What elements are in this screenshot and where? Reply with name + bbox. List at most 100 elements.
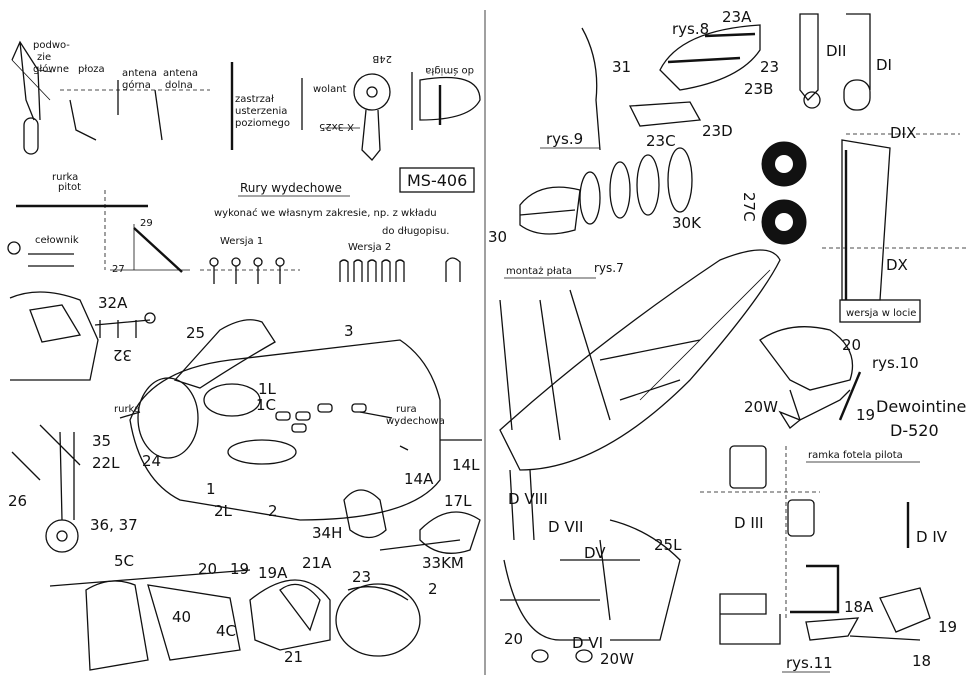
exhaust-version-1: Wersja 1 xyxy=(220,236,263,247)
label-poziomego: poziomego xyxy=(235,118,290,129)
label-pitot: pitot xyxy=(58,182,81,193)
exhaust-note-2: do długopisu. xyxy=(382,226,450,237)
label-x3x25: X 3x25 xyxy=(319,121,354,132)
label-podwozie-1: podwo- xyxy=(33,40,70,51)
label-25L: 25L xyxy=(654,536,682,554)
label-33KM: 33KM xyxy=(422,554,464,572)
label-30K: 30K xyxy=(672,214,702,232)
label-wolant: wolant xyxy=(313,84,347,95)
label-19-seat: 19 xyxy=(856,406,875,424)
label-34H: 34H xyxy=(312,524,342,542)
label-23B: 23B xyxy=(744,80,773,98)
aircraft-model: D-520 xyxy=(890,421,939,440)
label-23: 23 xyxy=(352,568,371,586)
label-DIV: D IV xyxy=(916,528,948,546)
label-rys11: rys.11 xyxy=(786,654,833,672)
label-DVII: D VII xyxy=(548,518,583,536)
label-14L: 14L xyxy=(452,456,480,474)
label-14A: 14A xyxy=(404,470,434,488)
exhaust-version-1-drawing xyxy=(200,257,300,284)
label-23: 23 xyxy=(760,58,779,76)
label-podwozie-2: zie xyxy=(37,52,51,63)
angle-profile-sketch xyxy=(7,224,190,273)
label-20-seat: 20 xyxy=(842,336,861,354)
right-page-drawings xyxy=(499,13,966,663)
label-rys8: rys.8 xyxy=(672,20,709,38)
strut-and-hub-sketch xyxy=(230,62,481,161)
label-2: 2 xyxy=(268,502,278,520)
label-17L: 17L xyxy=(444,492,472,510)
title-frame xyxy=(399,167,475,193)
label-35: 35 xyxy=(92,432,111,450)
label-DVIII: D VIII xyxy=(508,490,548,508)
label-29: 29 xyxy=(140,218,153,229)
label-27C: 27C xyxy=(740,192,758,222)
label-DIII: D III xyxy=(734,514,764,532)
main-gear-sketch xyxy=(11,40,210,155)
label-21A: 21A xyxy=(302,554,332,572)
aircraft-name: Dewointine xyxy=(876,397,966,416)
label-19A: 19A xyxy=(258,564,288,582)
label-antena-gorna-2: górna xyxy=(122,79,151,91)
label-18A: 18A xyxy=(844,598,874,616)
label-DII: DII xyxy=(826,42,846,60)
label-3: 3 xyxy=(344,322,354,340)
exhaust-version-2: Wersja 2 xyxy=(348,242,391,253)
label-40: 40 xyxy=(172,608,191,626)
label-rura: rura xyxy=(396,404,417,415)
label-usterzenia: usterzenia xyxy=(235,106,287,117)
label-20W-gear: 20W xyxy=(600,650,634,668)
label-32A: 32A xyxy=(98,294,128,312)
page-title: MS-406 xyxy=(407,171,467,190)
label-katownik: cełownik xyxy=(35,235,79,246)
label-25: 25 xyxy=(186,324,205,342)
label-2b: 2 xyxy=(428,580,438,598)
exhaust-version-2-drawing xyxy=(339,257,461,282)
label-30: 30 xyxy=(488,228,507,246)
label-24B: 24B xyxy=(372,53,392,64)
label-23D: 23D xyxy=(702,122,733,140)
label-DV: DV xyxy=(584,544,606,562)
label-32: 32 xyxy=(113,346,132,364)
exhaust-note-1: wykonać we własnym zakresie, np. z wkład… xyxy=(214,207,437,219)
label-20: 20 xyxy=(198,560,217,578)
label-22L: 22L xyxy=(92,454,120,472)
label-24: 24 xyxy=(142,452,161,470)
label-wydechowa: wydechowa xyxy=(386,416,445,427)
label-36-37: 36, 37 xyxy=(90,516,138,534)
label-1C: 1C xyxy=(256,396,276,414)
label-31: 31 xyxy=(612,58,631,76)
label-DI: DI xyxy=(876,56,892,74)
label-rys9: rys.9 xyxy=(546,130,583,148)
label-rys7: rys.7 xyxy=(594,261,624,275)
label-20W: 20W xyxy=(744,398,778,416)
label-19: 19 xyxy=(230,560,249,578)
label-1L: 1L xyxy=(258,380,277,398)
label-DX: DX xyxy=(886,256,908,274)
label-montaz: montaż płata xyxy=(506,266,572,277)
label-zastrzal: zastrzał xyxy=(235,94,274,105)
label-19-frame: 19 xyxy=(938,618,957,636)
label-26: 26 xyxy=(8,492,27,510)
label-ploza: płoza xyxy=(78,64,105,75)
label-27: 27 xyxy=(112,264,125,275)
label-antena-dolna-1: antena xyxy=(163,68,198,79)
label-rurka: rurka xyxy=(52,172,78,183)
label-podwozie-3: główne xyxy=(33,63,69,75)
label-20-gear: 20 xyxy=(504,630,523,648)
label-21: 21 xyxy=(284,648,303,666)
label-DIX: DIX xyxy=(890,124,916,142)
label-rys10: rys.10 xyxy=(872,354,919,372)
label-wersja-w-locie: wersja w locie xyxy=(846,308,916,319)
label-23C: 23C xyxy=(646,132,676,150)
label-rurka-2: rurka xyxy=(114,404,140,415)
label-antena-dolna-2: dolna xyxy=(165,80,193,91)
label-do-smigla: do śmigła xyxy=(425,65,474,77)
label-4C: 4C xyxy=(216,622,236,640)
label-ramka: ramka fotela pilota xyxy=(808,450,903,461)
label-2L: 2L xyxy=(214,502,233,520)
label-1: 1 xyxy=(206,480,216,498)
label-antena-gorna-1: antena xyxy=(122,68,157,79)
